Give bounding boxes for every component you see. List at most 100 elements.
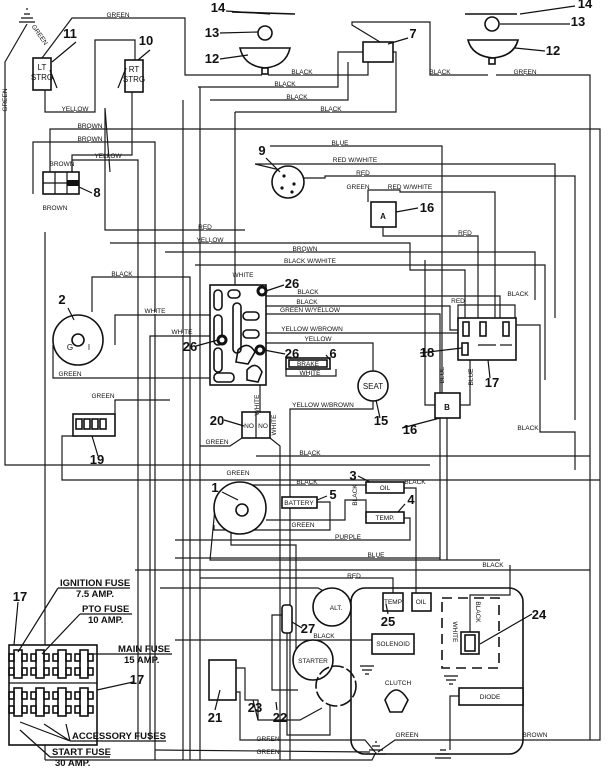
- wire: [160, 587, 341, 601]
- seat-switch-15: SEAT: [357, 370, 389, 402]
- wire: [230, 527, 297, 670]
- wire-color-label: BLUE: [439, 366, 446, 384]
- wire-color-label: BLACK: [299, 450, 321, 457]
- callout-number: 17: [485, 375, 499, 390]
- wire: [457, 304, 516, 322]
- svg-text:STRG: STRG: [31, 73, 53, 82]
- callout-number: 26: [285, 346, 299, 361]
- leader-line: [219, 31, 259, 34]
- connector-24: [441, 597, 500, 669]
- svg-text:DIODE: DIODE: [480, 694, 501, 701]
- callout-number: 17: [13, 589, 27, 604]
- fuse: [57, 687, 67, 717]
- svg-text:NO: NO: [244, 423, 254, 430]
- wire-color-label: BLACK: [111, 271, 133, 278]
- clutch: CLUTCH: [384, 680, 412, 713]
- wire-color-label: BLACK: [517, 425, 539, 432]
- svg-text:G: G: [67, 343, 73, 352]
- callout-number: 12: [546, 43, 560, 58]
- callout-number: 16: [403, 422, 417, 437]
- hour-meter-19: [72, 413, 116, 437]
- wire: [44, 39, 136, 113]
- leader-line: [214, 689, 221, 711]
- rt-steering-switch-10: RT STRG: [117, 59, 145, 93]
- callout-number: 10: [139, 33, 153, 48]
- wire-color-label: BLUE: [332, 140, 350, 147]
- leader-line: [395, 207, 419, 213]
- relay-b-16: B: [434, 392, 461, 419]
- wire-color-label: WHITE: [271, 414, 278, 436]
- svg-text:RT: RT: [129, 65, 140, 74]
- leader-line: [223, 419, 245, 427]
- wire: [449, 695, 459, 750]
- fuse: [35, 687, 45, 717]
- wire-color-label: BLACK: [352, 484, 359, 506]
- callout-number: 20: [210, 413, 224, 428]
- callout-number: 8: [93, 185, 100, 200]
- headlight-right: [465, 13, 520, 65]
- callout-number: 12: [205, 51, 219, 66]
- wire: [367, 189, 496, 318]
- wire-color-label: GREEN W/YELLOW: [280, 307, 341, 314]
- leader-line: [275, 701, 278, 711]
- lt-steering-switch-11: LT STRG: [31, 57, 58, 91]
- wire: [289, 401, 374, 760]
- wire-color-label: RED W/WHITE: [388, 184, 433, 191]
- wire: [516, 324, 576, 470]
- svg-text:PTO FUSE: PTO FUSE: [82, 604, 129, 615]
- callout-number: 11: [63, 26, 77, 41]
- svg-text:SEAT: SEAT: [363, 382, 383, 391]
- svg-text:10 AMP.: 10 AMP.: [88, 615, 123, 626]
- brake-switch-6: BRAKE: [285, 357, 331, 370]
- wire-color-label: RED: [451, 298, 465, 305]
- wire-color-label: BROWN: [43, 205, 68, 212]
- svg-text:I: I: [88, 343, 90, 352]
- pto-switch-2: G I: [52, 314, 104, 366]
- wire-color-label: BROWN: [523, 732, 548, 739]
- leader-line: [91, 435, 99, 457]
- callout-number: 5: [329, 487, 336, 502]
- wire-color-label: YELLOW: [196, 237, 224, 244]
- key-switch-9: [271, 165, 305, 199]
- wire: [235, 51, 397, 113]
- svg-text:NO: NO: [258, 423, 268, 430]
- wire-color-label: BLACK: [507, 291, 529, 298]
- svg-text:CLUTCH: CLUTCH: [385, 680, 412, 687]
- wire-color-label: BLACK: [286, 94, 308, 101]
- fuse-box-17: IGNITION FUSE 7.5 AMP. PTO FUSE 10 AMP. …: [8, 578, 172, 768]
- fuse-27: [281, 604, 293, 634]
- callout-number: 1: [211, 480, 218, 495]
- leader-line: [137, 49, 151, 61]
- svg-text:ACCESSORY FUSES: ACCESSORY FUSES: [72, 731, 166, 742]
- svg-text:IGNITION FUSE: IGNITION FUSE: [60, 578, 130, 589]
- leader-line: [385, 603, 389, 615]
- wire: [165, 251, 536, 300]
- wire-color-label: WHITE: [300, 370, 322, 377]
- svg-text:B: B: [444, 403, 450, 412]
- leader-line: [401, 417, 441, 429]
- wire: [269, 437, 281, 760]
- wire: [175, 517, 411, 541]
- wire: [377, 739, 420, 753]
- svg-text:STARTER: STARTER: [298, 658, 328, 665]
- wire-color-label: WHITE: [254, 394, 261, 416]
- connector-26-top: [256, 285, 268, 297]
- wire-color-label: WHITE: [172, 329, 194, 336]
- fuse: [35, 649, 45, 679]
- callout-number: 21: [208, 710, 222, 725]
- wire-color-label: BROWN: [50, 161, 75, 168]
- leader-line: [195, 339, 219, 347]
- leader-line: [519, 5, 576, 15]
- wire: [49, 128, 601, 741]
- svg-text:ALT.: ALT.: [330, 605, 343, 612]
- callout-number: 6: [329, 346, 336, 361]
- svg-text:A: A: [380, 212, 386, 221]
- callout-number: 25: [381, 614, 395, 629]
- wire-color-label: RED: [198, 224, 212, 231]
- wire: [266, 313, 441, 560]
- svg-text:MAIN FUSE: MAIN FUSE: [118, 644, 170, 655]
- oil-light-3: OIL: [365, 481, 405, 494]
- wire-color-label: BLACK: [296, 479, 318, 486]
